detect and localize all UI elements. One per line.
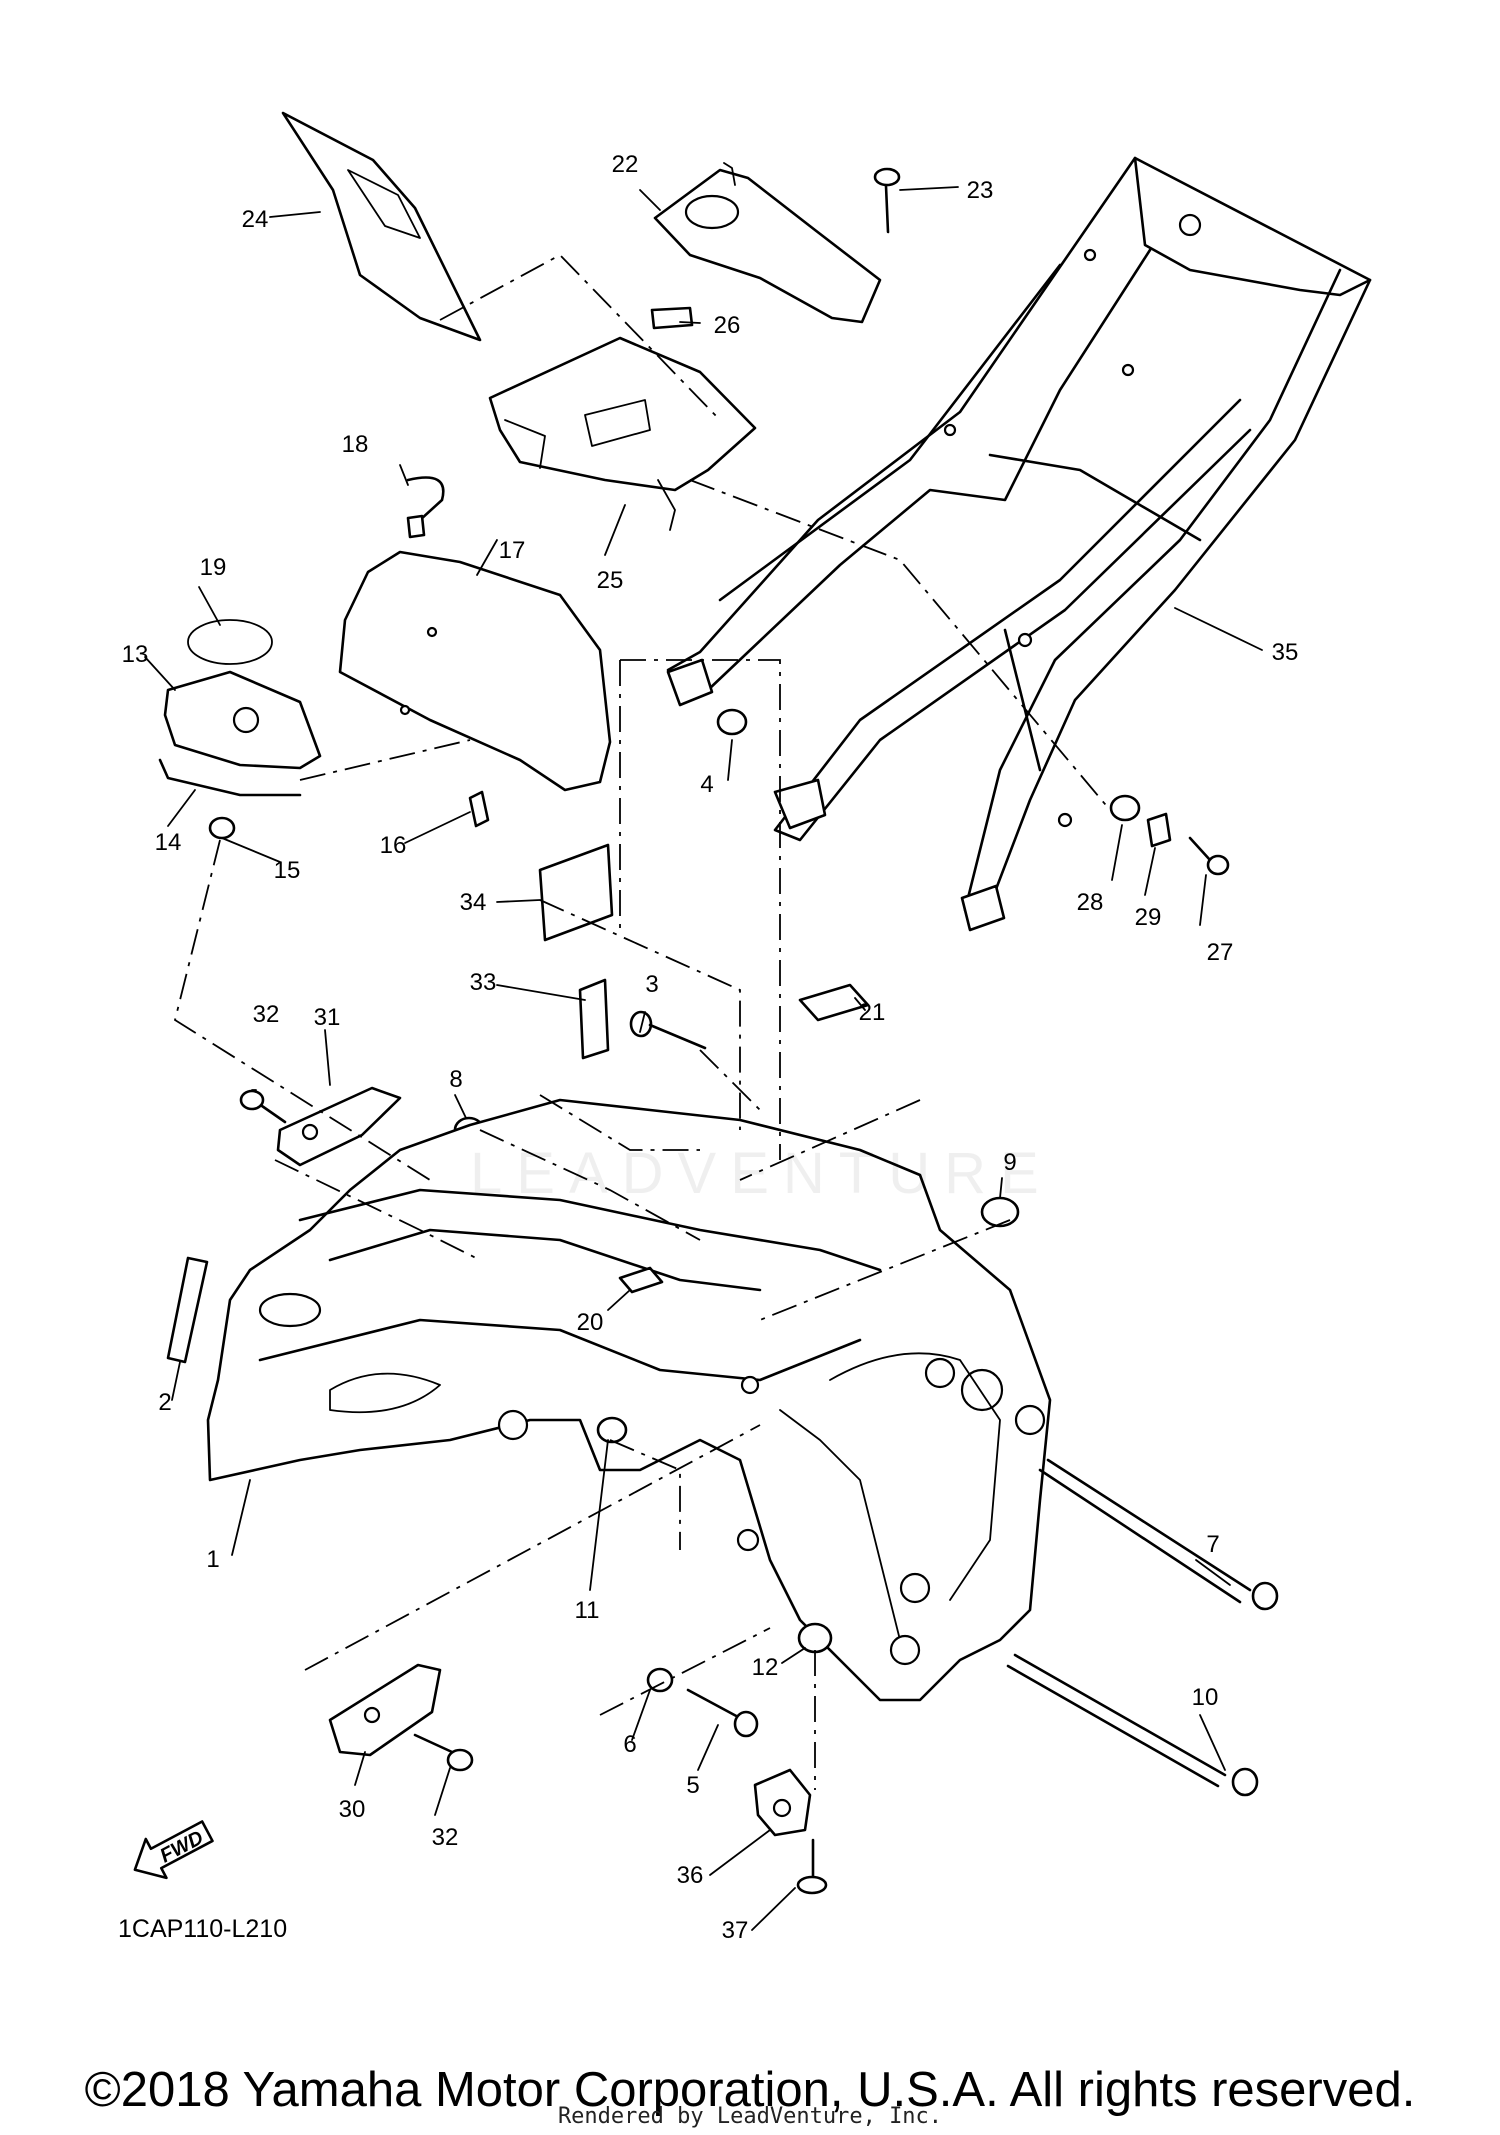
part-15-grommet: [208, 816, 236, 840]
part-25-bracket: [488, 336, 757, 531]
part-31-plate: [276, 1086, 402, 1167]
watermark: LEADVENTURE: [470, 1141, 1053, 1206]
callout-1: 1: [206, 1546, 219, 1573]
callout-3: 3: [645, 971, 658, 998]
callout-2: 2: [158, 1389, 171, 1416]
fwd-arrow-icon: FWD: [133, 1820, 214, 1880]
part-5-bolt: [686, 1688, 759, 1738]
callout-29: 29: [1135, 904, 1162, 931]
callout-37: 37: [722, 1917, 749, 1944]
part-19-ring: [187, 619, 273, 665]
assembly-lines: [173, 253, 1111, 1790]
callout-4: 4: [700, 771, 713, 798]
callout-6: 6: [623, 1731, 636, 1758]
part-10-long-bolt: [1006, 1653, 1259, 1797]
callout-21: 21: [859, 999, 886, 1026]
callout-36: 36: [677, 1862, 704, 1889]
callout-5: 5: [686, 1772, 699, 1799]
part-14-gasket: [158, 758, 302, 797]
callout-10: 10: [1192, 1684, 1219, 1711]
callout-22: 22: [612, 151, 639, 178]
part-20-block: [618, 1266, 664, 1294]
part-33-pad: [578, 978, 610, 1060]
callout-19: 19: [200, 554, 227, 581]
callout-14: 14: [155, 829, 182, 856]
part-27-bolt: [1188, 836, 1230, 876]
part-21-block: [798, 983, 870, 1022]
part-36-bracket: [753, 1768, 812, 1837]
callout-28: 28: [1077, 889, 1104, 916]
part-18-clamp: [406, 476, 445, 539]
part-32-screw-top: [239, 1089, 287, 1124]
part-17-shield: [338, 550, 612, 792]
part-22-bracket: [653, 162, 882, 324]
callout-32-bottom: 32: [432, 1824, 459, 1851]
callout-7: 7: [1206, 1531, 1219, 1558]
part-24-cover: [281, 111, 482, 342]
part-28-collar: [1109, 794, 1141, 822]
catalog-code: 1CAP110-L210: [118, 1915, 288, 1943]
part-13-assembly: [163, 670, 322, 770]
part-7-long-bolt: [1038, 1458, 1279, 1611]
callout-labels: 1 2 3 4 5 6 7 8 9 10 11 12 13 14 15 16 1…: [122, 151, 1299, 1944]
part-16-fastener: [468, 790, 490, 828]
part-32-screw-bottom: [413, 1733, 474, 1772]
callout-16: 16: [380, 832, 407, 859]
part-4-nut: [716, 708, 748, 736]
part-3-bolt: [629, 1010, 707, 1050]
copyright-notice: ©2018 Yamaha Motor Corporation, U.S.A. A…: [84, 2063, 1416, 2117]
part-11-nut: [596, 1416, 628, 1444]
rendered-by-credit: Rendered by LeadVenture, Inc.: [557, 2104, 943, 2129]
callout-8: 8: [449, 1066, 462, 1093]
callout-20: 20: [577, 1309, 604, 1336]
part-1-main-frame: [206, 1098, 1052, 1702]
callout-24: 24: [242, 206, 269, 233]
callout-35: 35: [1272, 639, 1299, 666]
callout-33: 33: [470, 969, 497, 996]
callout-13: 13: [122, 641, 149, 668]
callout-30: 30: [339, 1796, 366, 1823]
part-2-sticker: [166, 1256, 209, 1364]
callout-25: 25: [597, 567, 624, 594]
callout-31: 31: [314, 1004, 341, 1031]
part-34-pad: [538, 843, 614, 942]
callout-27: 27: [1207, 939, 1234, 966]
part-29-collar: [1146, 812, 1172, 848]
part-35-subframe: [666, 156, 1372, 932]
callout-11: 11: [575, 1597, 600, 1624]
callout-18: 18: [342, 431, 369, 458]
leader-lines: [144, 186, 1263, 1931]
part-23-bolt: [873, 167, 901, 234]
part-30-plate: [328, 1663, 442, 1757]
part-37-bolt: [796, 1838, 828, 1895]
callout-9: 9: [1003, 1149, 1016, 1176]
callout-15: 15: [274, 857, 301, 884]
callout-34: 34: [460, 889, 487, 916]
callout-23: 23: [967, 177, 994, 204]
callout-32-top: 32: [253, 1001, 280, 1028]
part-6-washer: [646, 1667, 674, 1693]
callout-17: 17: [499, 537, 526, 564]
callout-12: 12: [752, 1654, 779, 1681]
part-26-label: [650, 306, 694, 330]
callout-26: 26: [714, 312, 741, 339]
